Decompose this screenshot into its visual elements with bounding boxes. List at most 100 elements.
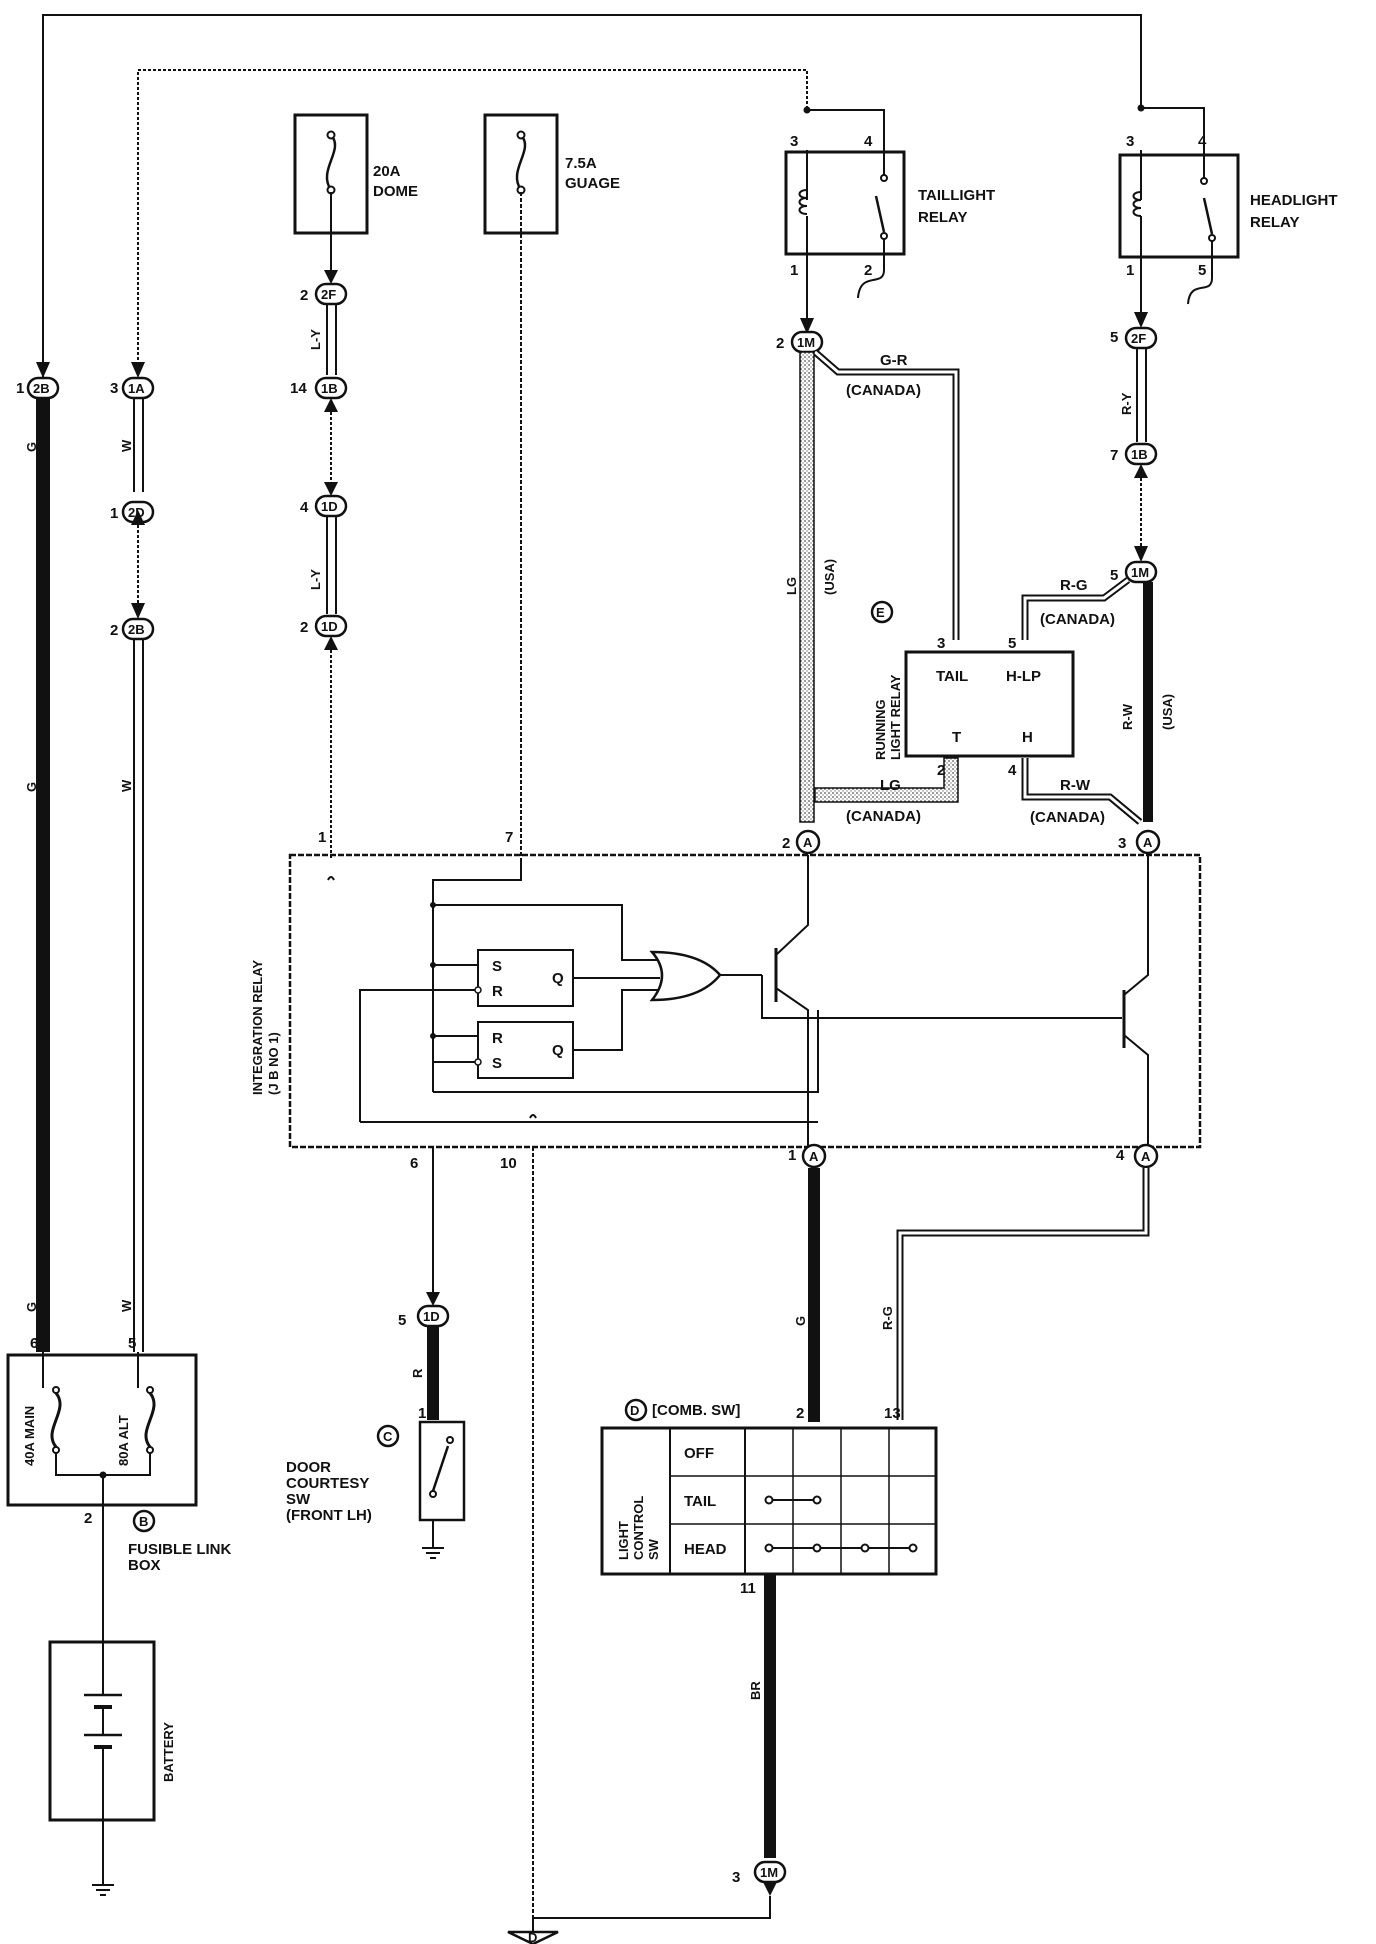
svg-text:R-Y: R-Y bbox=[1119, 392, 1134, 415]
svg-text:2F: 2F bbox=[321, 287, 336, 302]
svg-text:5: 5 bbox=[1110, 567, 1118, 584]
connector-1A-3: 3 1A bbox=[110, 376, 155, 400]
svg-text:7: 7 bbox=[1110, 447, 1118, 464]
svg-text:3: 3 bbox=[790, 133, 798, 150]
g-main-wire: G G G bbox=[24, 398, 50, 1352]
svg-text:3: 3 bbox=[732, 1869, 740, 1886]
svg-text:C: C bbox=[383, 1429, 393, 1444]
svg-text:G-R: G-R bbox=[880, 352, 908, 369]
svg-text:A: A bbox=[803, 835, 813, 850]
svg-text:B: B bbox=[139, 1514, 148, 1529]
svg-text:LG: LG bbox=[784, 577, 799, 595]
svg-text:TAIL: TAIL bbox=[684, 1493, 716, 1510]
svg-text:2F: 2F bbox=[1131, 331, 1146, 346]
svg-text:1M: 1M bbox=[1131, 565, 1149, 580]
svg-text:G: G bbox=[24, 1302, 39, 1312]
svg-text:4: 4 bbox=[1116, 1147, 1125, 1164]
svg-text:HEAD: HEAD bbox=[684, 1541, 727, 1558]
svg-text:GUAGE: GUAGE bbox=[565, 175, 620, 192]
svg-text:3: 3 bbox=[1118, 835, 1126, 852]
svg-text:1M: 1M bbox=[760, 1865, 778, 1880]
svg-text:20A: 20A bbox=[373, 163, 401, 180]
connector-A-3: 3 A bbox=[1118, 829, 1161, 855]
svg-text:1: 1 bbox=[788, 1147, 796, 1164]
tail-circuit-wires: 2 1M G-R (CANADA) LG (USA) LG (CANADA) bbox=[776, 330, 960, 825]
fuse-dome: 20A DOME bbox=[293, 113, 418, 235]
gauge-wire: 7 bbox=[505, 192, 522, 858]
svg-text:1: 1 bbox=[318, 829, 326, 846]
svg-text:2B: 2B bbox=[33, 381, 50, 396]
headlight-relay: 3 4 1 5 HEADLIGHT RELAY bbox=[1118, 133, 1338, 328]
svg-text:5: 5 bbox=[128, 1335, 136, 1352]
taillight-relay: 3 4 1 2 TAILLIGHT RELAY bbox=[784, 133, 995, 334]
svg-text:BR: BR bbox=[748, 1681, 763, 1700]
svg-text:10: 10 bbox=[500, 1155, 517, 1172]
fuse-gauge: 7.5A GUAGE bbox=[483, 113, 620, 235]
svg-text:1D: 1D bbox=[321, 499, 338, 514]
svg-text:TAIL: TAIL bbox=[936, 668, 968, 685]
svg-text:SW: SW bbox=[286, 1491, 311, 1508]
svg-text:T: T bbox=[952, 729, 961, 746]
svg-text:RELAY: RELAY bbox=[918, 209, 967, 226]
svg-text:5: 5 bbox=[1198, 262, 1206, 279]
svg-text:S: S bbox=[492, 958, 502, 975]
svg-text:G: G bbox=[24, 782, 39, 792]
svg-text:CONTROL: CONTROL bbox=[631, 1496, 646, 1560]
svg-text:TAILLIGHT: TAILLIGHT bbox=[918, 187, 995, 204]
svg-text:(CANADA): (CANADA) bbox=[846, 808, 921, 825]
svg-text:L-Y: L-Y bbox=[308, 569, 323, 590]
svg-text:80A ALT: 80A ALT bbox=[116, 1415, 131, 1466]
svg-text:(CANADA): (CANADA) bbox=[1030, 809, 1105, 826]
svg-text:1: 1 bbox=[790, 262, 798, 279]
svg-text:2: 2 bbox=[796, 1405, 804, 1422]
svg-text:1M: 1M bbox=[797, 335, 815, 350]
svg-text:1D: 1D bbox=[423, 1309, 440, 1324]
svg-text:W: W bbox=[119, 439, 134, 452]
svg-text:DOOR: DOOR bbox=[286, 1459, 331, 1476]
svg-text:FUSIBLE LINK: FUSIBLE LINK bbox=[128, 1541, 231, 1558]
svg-text:2: 2 bbox=[110, 622, 118, 639]
top-bus-wires bbox=[42, 14, 1205, 385]
svg-text:2: 2 bbox=[782, 835, 790, 852]
svg-text:1: 1 bbox=[418, 1405, 426, 1422]
svg-text:(J B NO 1): (J B NO 1) bbox=[266, 1032, 281, 1095]
svg-text:2B: 2B bbox=[128, 622, 145, 637]
svg-text:13: 13 bbox=[884, 1405, 901, 1422]
svg-text:RUNNING: RUNNING bbox=[873, 699, 888, 760]
integration-relay-bottom: 6 10 1 A G 4 A R-G bbox=[410, 1143, 1159, 1925]
connector-2D-1: 1 2D bbox=[110, 500, 155, 524]
svg-text:SW: SW bbox=[646, 1538, 661, 1560]
svg-text:(CANADA): (CANADA) bbox=[1040, 611, 1115, 628]
svg-text:7: 7 bbox=[505, 829, 513, 846]
svg-text:2: 2 bbox=[300, 287, 308, 304]
svg-text:2: 2 bbox=[864, 262, 872, 279]
svg-text:DOME: DOME bbox=[373, 183, 418, 200]
svg-text:A: A bbox=[1143, 835, 1153, 850]
integration-relay: INTEGRATION RELAY (J B NO 1) S R Q R S Q bbox=[250, 853, 1202, 1149]
svg-text:4: 4 bbox=[864, 133, 873, 150]
svg-text:RELAY: RELAY bbox=[1250, 214, 1299, 231]
svg-text:2: 2 bbox=[776, 335, 784, 352]
svg-text:3: 3 bbox=[110, 380, 118, 397]
svg-text:2: 2 bbox=[84, 1510, 92, 1527]
svg-text:4: 4 bbox=[1198, 133, 1207, 150]
svg-text:2: 2 bbox=[937, 762, 945, 779]
ground-point-d: 3 1M D bbox=[507, 1860, 787, 1944]
svg-text:H: H bbox=[1022, 729, 1033, 746]
fusible-link-box: 6 5 40A MAIN 80A ALT 2 B FUSIBLE LINK BO… bbox=[6, 1335, 231, 1642]
svg-text:1D: 1D bbox=[321, 619, 338, 634]
svg-text:R: R bbox=[410, 1368, 425, 1378]
svg-text:W: W bbox=[119, 1299, 134, 1312]
svg-text:G: G bbox=[24, 442, 39, 452]
svg-text:1: 1 bbox=[110, 505, 118, 522]
svg-text:(FRONT LH): (FRONT LH) bbox=[286, 1507, 372, 1524]
svg-text:H-LP: H-LP bbox=[1006, 668, 1041, 685]
svg-text:(CANADA): (CANADA) bbox=[846, 382, 921, 399]
svg-text:BATTERY: BATTERY bbox=[161, 1722, 176, 1782]
svg-text:4: 4 bbox=[1008, 762, 1017, 779]
svg-text:HEADLIGHT: HEADLIGHT bbox=[1250, 192, 1338, 209]
svg-text:R-W: R-W bbox=[1120, 703, 1135, 730]
svg-text:L-Y: L-Y bbox=[308, 329, 323, 350]
